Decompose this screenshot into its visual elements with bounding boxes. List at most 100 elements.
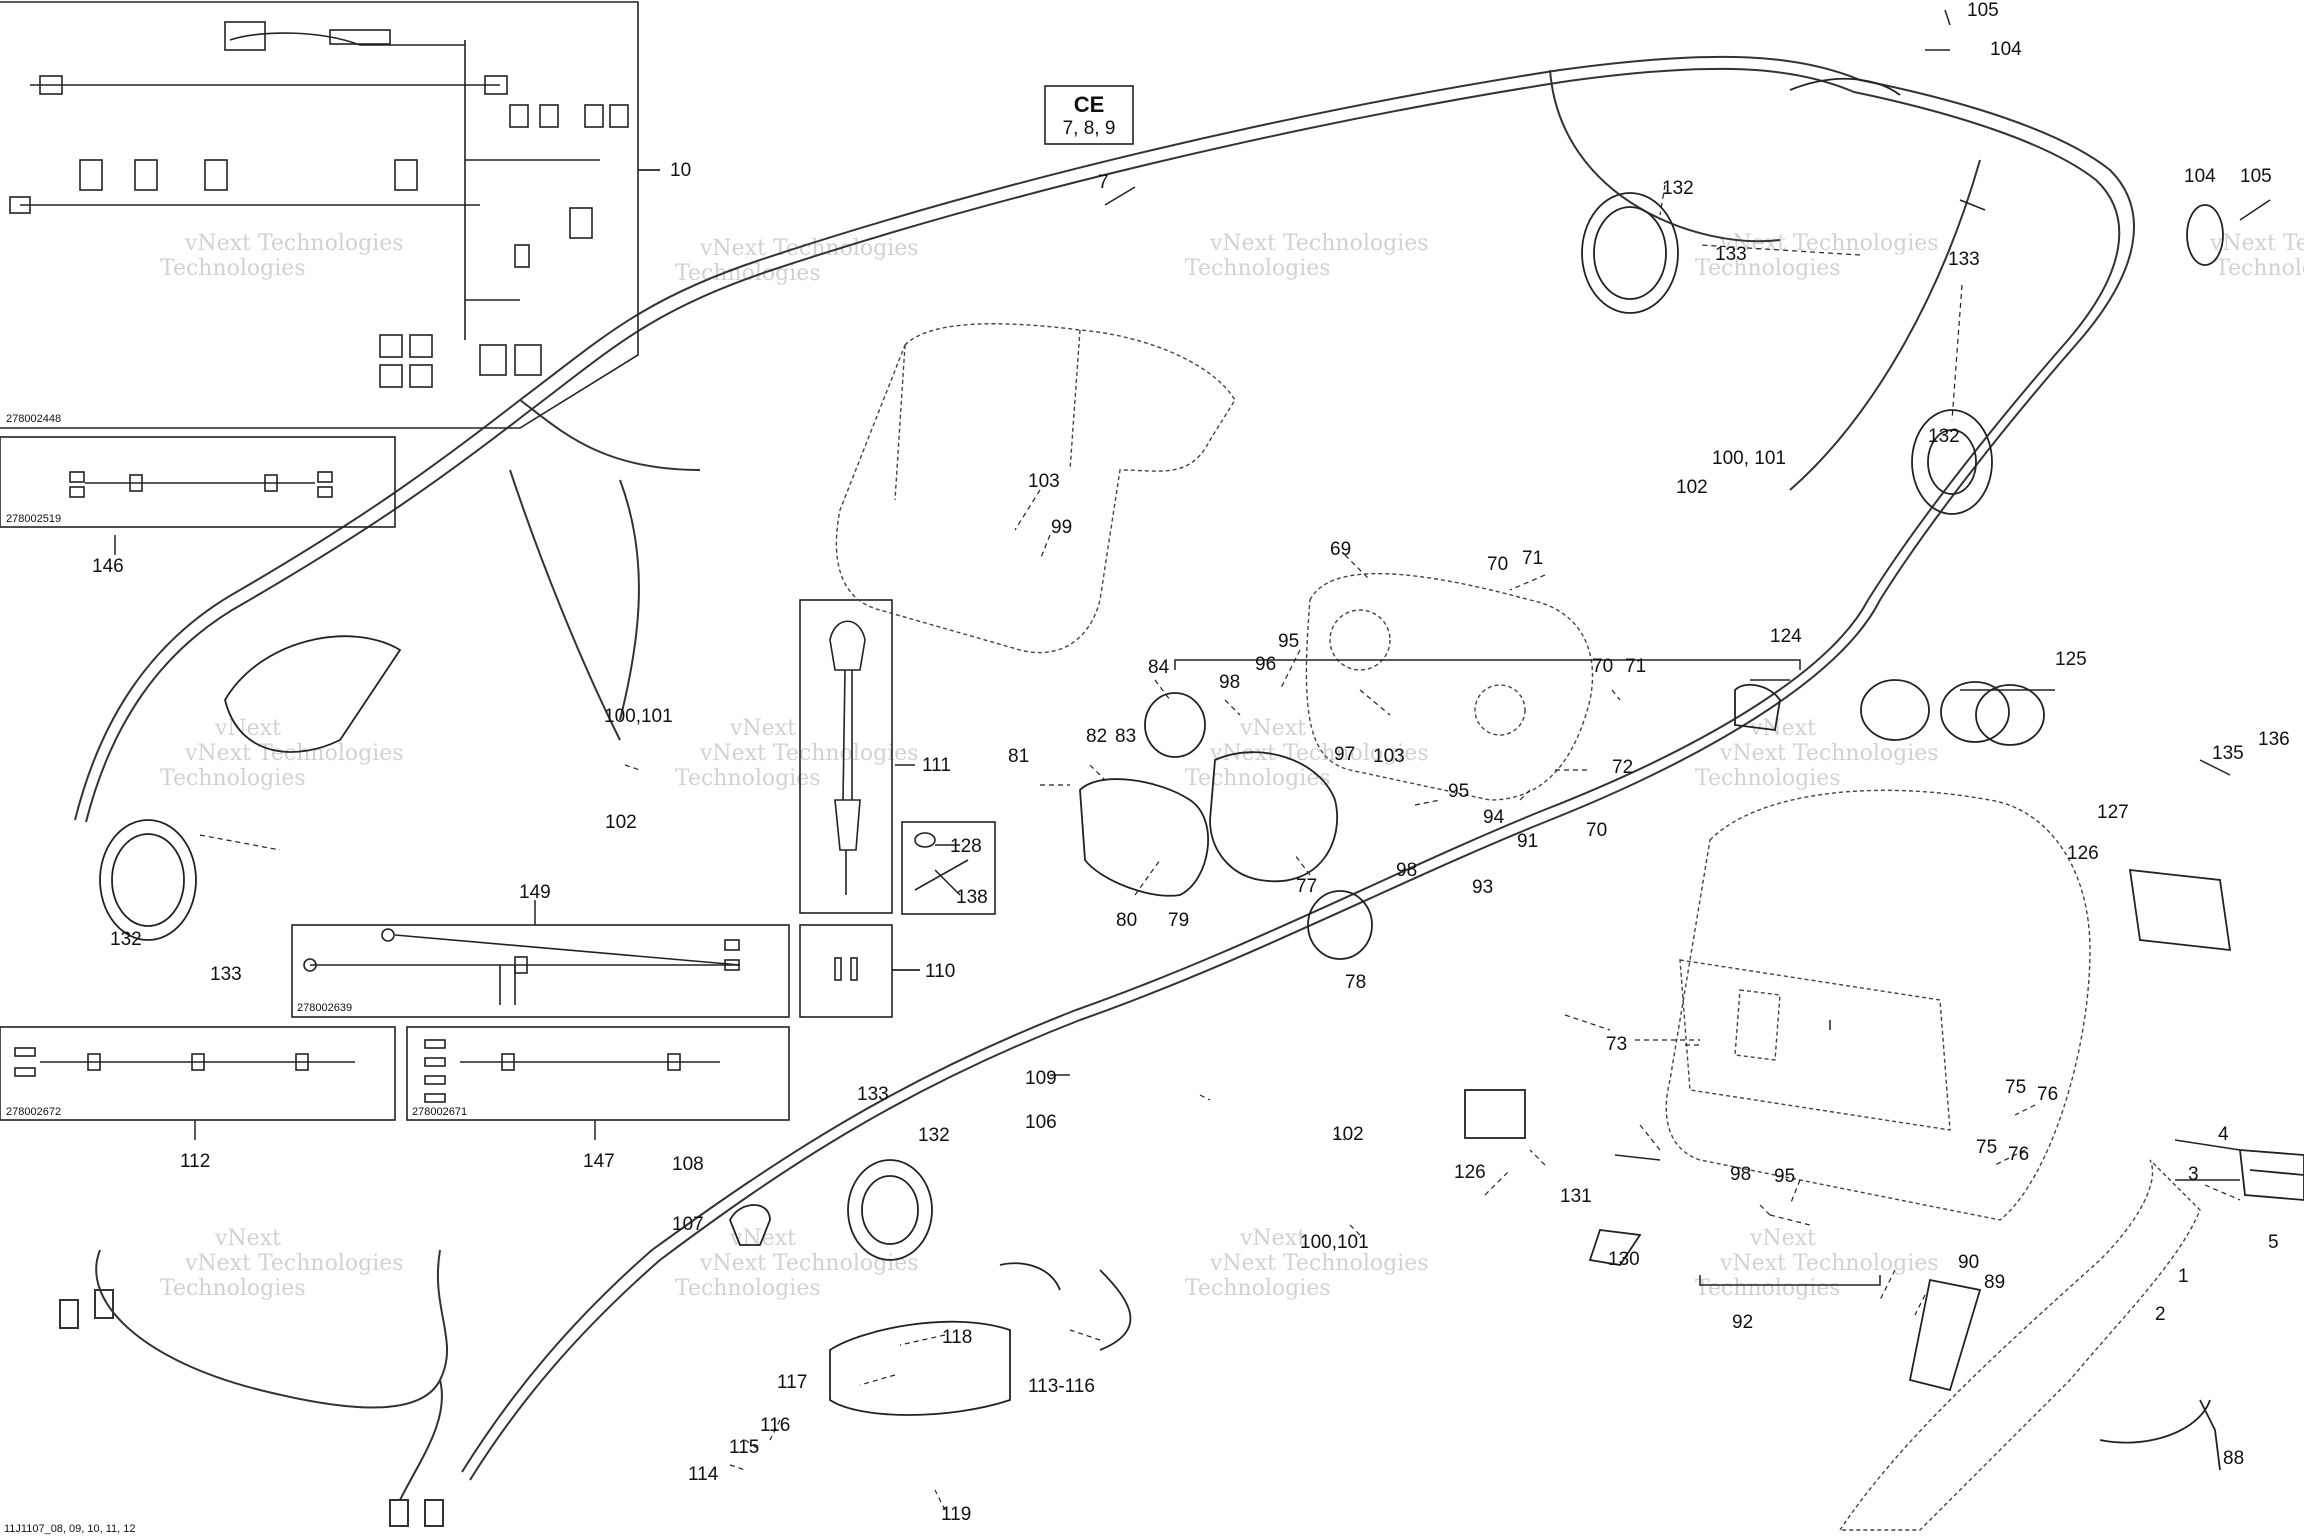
part-label: 69 — [1330, 539, 1351, 560]
part-label: 3 — [2188, 1164, 2199, 1185]
part-label: 133 — [210, 964, 242, 985]
part-label: 76 — [2037, 1084, 2058, 1105]
part-label: 113-116 — [1028, 1376, 1095, 1397]
part-label: 112 — [180, 1151, 210, 1172]
inset-harness-149 — [291, 924, 790, 1018]
speaker — [99, 192, 2045, 1261]
part-label: 136 — [2258, 729, 2290, 750]
part-label: 124 — [1770, 626, 1802, 647]
watermark: vNext Technologies — [1719, 231, 1939, 256]
watermark: Technologies — [2215, 256, 2304, 281]
part-label: 83 — [1115, 726, 1136, 747]
part-label: 132 — [1928, 426, 1960, 447]
part-label: 91 — [1517, 831, 1538, 852]
watermark: Technologies — [675, 1276, 821, 1301]
part-label: 147 — [583, 1151, 615, 1172]
part-label: 135 — [2212, 743, 2244, 764]
part-label: 126 — [1454, 1162, 1486, 1183]
part-label: 92 — [1732, 1312, 1753, 1333]
part-label: 115 — [729, 1437, 759, 1458]
part-label: 1 — [2178, 1266, 2189, 1287]
part-label: 78 — [1345, 972, 1366, 993]
watermark: vNext Technologies — [184, 231, 404, 256]
inset-code: 278002672 — [6, 1106, 61, 1118]
watermark: vNext Technologies — [699, 236, 919, 261]
part-label: 103 — [1373, 746, 1405, 767]
part-label: 75 — [2005, 1077, 2026, 1098]
part-label: 84 — [1148, 657, 1170, 678]
part-label: 133 — [857, 1084, 889, 1105]
watermark: Technologies — [160, 256, 306, 281]
watermark: vNext Technologies — [699, 1251, 919, 1276]
part-label: 73 — [1606, 1034, 1627, 1055]
part-label: 95 — [1774, 1166, 1795, 1187]
diagram-code: 11J1107_08, 09, 10, 11, 12 — [4, 1523, 136, 1535]
part-label: 104 — [1990, 39, 2022, 60]
inset-harness-146 — [0, 436, 396, 528]
watermark: Technologies — [1695, 256, 1841, 281]
part-label: 130 — [1608, 1249, 1640, 1270]
part-label: 95 — [1278, 631, 1299, 652]
part-label: 132 — [1662, 178, 1694, 199]
watermark: vNext — [1239, 716, 1306, 741]
part-label: 99 — [1051, 517, 1072, 538]
part-label: 102 — [1676, 477, 1708, 498]
watermark: vNext Technologies — [2209, 231, 2304, 256]
main-harness — [74, 55, 2135, 1481]
part-label: 88 — [2223, 1448, 2244, 1469]
watermark: vNext Technologies — [1719, 1251, 1939, 1276]
watermark: vNext — [1239, 1226, 1306, 1251]
ce-title: CE — [1074, 92, 1105, 117]
watermark: Technologies — [675, 766, 821, 791]
part-label: 103 — [1028, 471, 1060, 492]
gauges — [224, 77, 2304, 1471]
part-label: 4 — [2218, 1124, 2229, 1145]
part-label: 132 — [918, 1125, 950, 1146]
part-label: 77 — [1296, 876, 1317, 897]
lower-left-harness — [59, 1249, 448, 1527]
part-label: 127 — [2097, 802, 2129, 823]
storage-bin — [835, 323, 1236, 654]
part-label: 94 — [1483, 807, 1505, 828]
part-label: 98 — [1730, 1164, 1751, 1185]
watermark: vNext Technologies — [1209, 231, 1429, 256]
part-label: 100, 101 — [1712, 448, 1786, 469]
part-label: 90 — [1958, 1252, 1979, 1273]
watermark: Technologies — [1695, 1276, 1841, 1301]
part-label: 108 — [672, 1154, 704, 1175]
part-label: 7 — [1098, 172, 1109, 193]
watermark: vNext Technologies — [699, 741, 919, 766]
watermark: Technologies — [1185, 766, 1331, 791]
watermarks: vNext Technologies Technologies vNext Te… — [160, 231, 2304, 1301]
ce-callout: CE 7, 8, 9 — [1044, 85, 1134, 145]
part-label: 10 — [670, 160, 691, 181]
inset-harness-10 — [0, 1, 660, 429]
leader-lines — [199, 184, 2241, 1511]
part-label: 133 — [1948, 249, 1980, 270]
part-label: 100,101 — [1300, 1232, 1369, 1253]
part-label: 98 — [1219, 672, 1240, 693]
part-label: 5 — [2268, 1232, 2279, 1253]
part-label: 76 — [2008, 1144, 2029, 1165]
inset-code: 278002448 — [6, 413, 61, 425]
part-label: 107 — [672, 1214, 704, 1235]
part-labels: 105 104 104 105 10 7 132 133 133 132 100… — [92, 0, 2290, 1525]
part-label: 104 — [2184, 166, 2216, 187]
part-label: 119 — [941, 1504, 971, 1525]
inset-part-128-138 — [901, 821, 996, 915]
part-label: 131 — [1560, 1186, 1592, 1207]
watermark: vNext Technologies — [1209, 1251, 1429, 1276]
ce-subtitle: 7, 8, 9 — [1063, 118, 1116, 139]
part-label: 70 — [1592, 656, 1613, 677]
part-label: 70 — [1586, 820, 1607, 841]
inset-code: 278002519 — [6, 513, 61, 525]
part-label: 109 — [1025, 1068, 1057, 1089]
part-label: 100,101 — [604, 706, 673, 727]
watermark: vNext Technologies — [1209, 741, 1429, 766]
part-label: 82 — [1086, 726, 1107, 747]
part-label: 96 — [1255, 654, 1276, 675]
watermark: vNext Technologies — [184, 1251, 404, 1276]
part-label: 110 — [925, 961, 955, 982]
watermark: Technologies — [160, 766, 306, 791]
